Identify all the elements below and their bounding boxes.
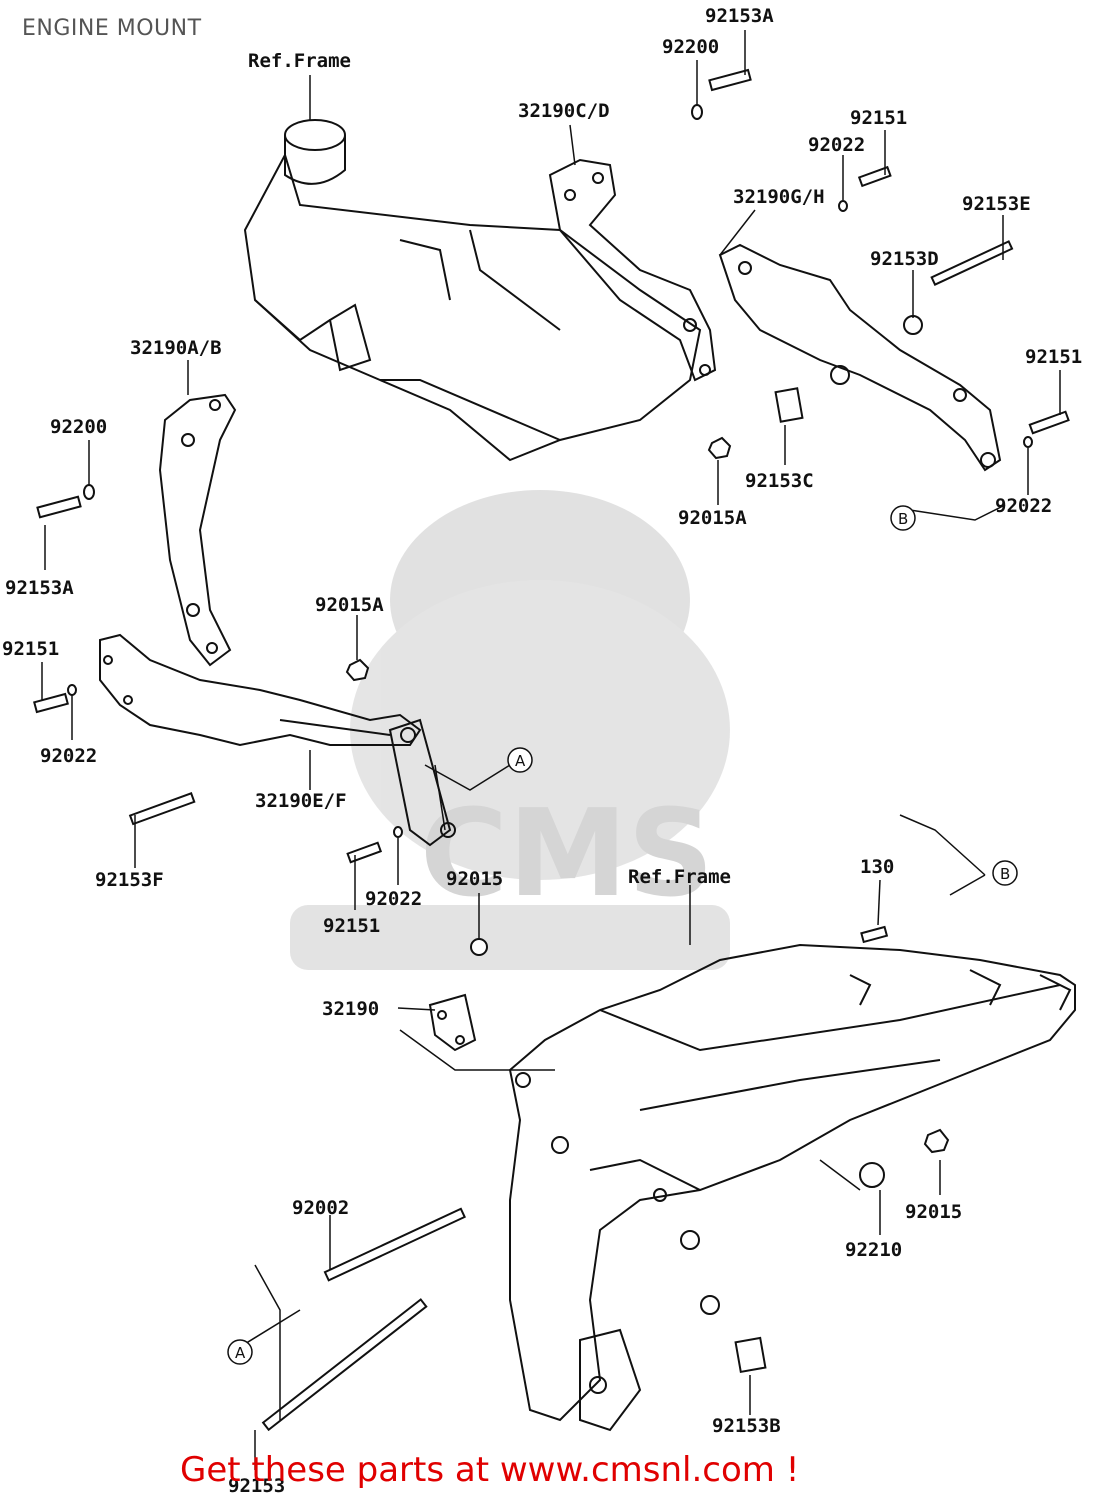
svg-text:B: B [898,510,908,528]
part-labels: 92153A 92200 Ref.Frame 32190C/D 92151 92… [2,5,1082,1497]
part-label-32190: 32190 [322,998,379,1020]
part-label-92210: 92210 [845,1239,902,1261]
part-label-92153a-left: 92153A [5,577,74,599]
callout-a-upper: A [507,747,533,773]
part-label-92015a-upper: 92015A [678,507,747,529]
part-label-92151-left: 92151 [2,638,59,660]
part-label-92153-bottom: 92153 [228,1475,285,1497]
svg-text:A: A [515,752,526,770]
ref-label-frame-lower: Ref.Frame [628,866,731,888]
watermark-text: CMS [420,785,714,924]
bracket-32190ef [99,633,456,847]
part-label-32190gh: 32190G/H [733,186,825,208]
part-label-92015a-middle: 92015A [315,594,384,616]
part-label-92153b: 92153B [712,1415,781,1437]
part-label-32190cd: 32190C/D [518,100,610,122]
part-label-92151-right: 92151 [1025,346,1082,368]
svg-text:B: B [1000,865,1010,883]
bracket-32190cd [548,158,717,382]
page-title: ENGINE MOUNT [22,16,202,41]
callouts: A A B B [227,505,1018,1365]
part-label-92200-top: 92200 [662,36,719,58]
part-label-92153a-top: 92153A [705,5,774,27]
part-label-92002: 92002 [292,1197,349,1219]
part-label-92151-middle: 92151 [323,915,380,937]
part-label-92015-right: 92015 [905,1201,962,1223]
callout-a-lower: A [227,1339,253,1365]
fasteners [33,68,1070,1432]
part-label-32190ef: 32190E/F [255,790,347,812]
part-label-92151-top: 92151 [850,107,907,129]
part-label-92153e: 92153E [962,193,1031,215]
part-label-92153f: 92153F [95,869,164,891]
watermark-logo: CMS [290,490,730,970]
part-label-92200-left: 92200 [50,416,107,438]
part-label-92015-middle: 92015 [446,868,503,890]
part-label-32190ab: 32190A/B [130,337,222,359]
part-label-92022-middle: 92022 [365,888,422,910]
leader-lines [41,30,1061,1470]
ref-label-frame-upper: Ref.Frame [248,50,351,72]
callout-b-lower: B [992,860,1018,886]
lower-frame-drawing [508,943,1076,1432]
callout-b-upper: B [890,505,916,531]
part-label-130: 130 [860,856,894,878]
bracket-32190gh [718,243,1002,472]
plate-32190 [428,993,477,1052]
part-label-92153d: 92153D [870,248,939,270]
footer-link-text[interactable]: Get these parts at www.cmsnl.com ! [180,1450,800,1490]
part-label-92153c: 92153C [745,470,814,492]
part-label-92022-right: 92022 [995,495,1052,517]
bracket-32190ab [158,393,237,667]
part-label-92022-left: 92022 [40,745,97,767]
part-label-92022-top: 92022 [808,134,865,156]
svg-text:A: A [235,1344,246,1362]
upper-frame-drawing [243,119,702,462]
